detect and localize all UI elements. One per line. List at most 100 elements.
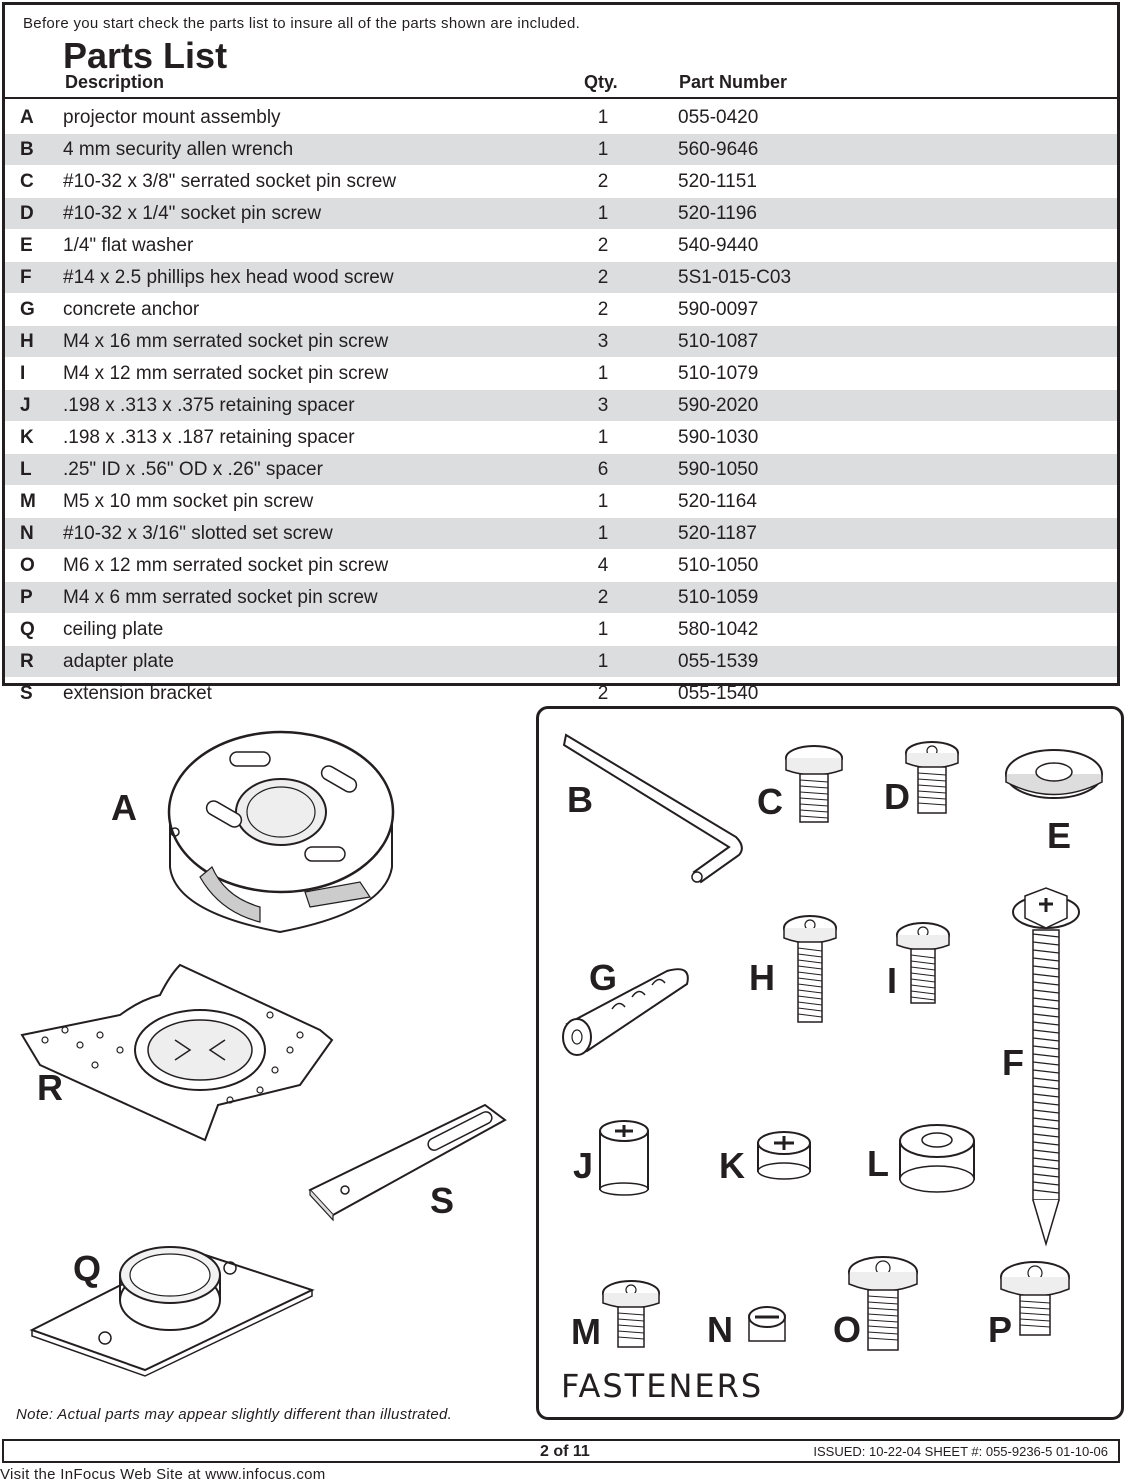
part-number: 520-1187 bbox=[678, 523, 757, 544]
part-description: M4 x 6 mm serrated socket pin screw bbox=[63, 587, 378, 608]
part-number: 510-1050 bbox=[678, 555, 759, 576]
allen-wrench-illustration bbox=[562, 733, 743, 884]
serrated-screw-c-illustration bbox=[785, 745, 843, 823]
thread-line bbox=[1032, 973, 1060, 978]
label-l: L bbox=[867, 1143, 889, 1184]
thread-line bbox=[1032, 957, 1060, 962]
serrated-screw-p-illustration bbox=[1000, 1261, 1070, 1336]
thread-line bbox=[910, 972, 936, 977]
socket-screw-d-illustration bbox=[905, 741, 959, 814]
part-qty: 2 bbox=[597, 587, 609, 608]
part-letter: N bbox=[20, 523, 34, 544]
header-divider bbox=[5, 97, 1117, 99]
part-number: 540-9440 bbox=[678, 235, 759, 256]
part-qty: 1 bbox=[597, 651, 609, 672]
label-g: G bbox=[589, 957, 618, 998]
part-qty: 3 bbox=[597, 395, 609, 416]
thread-line bbox=[1032, 1093, 1060, 1098]
thread-line bbox=[797, 953, 823, 958]
thread-line bbox=[797, 1001, 823, 1006]
part-description: .198 x .313 x .187 retaining spacer bbox=[63, 427, 355, 448]
thread-line bbox=[910, 978, 936, 983]
part-qty: 2 bbox=[597, 299, 609, 320]
part-description: concrete anchor bbox=[63, 299, 200, 320]
thread-line bbox=[1032, 997, 1060, 1002]
part-letter: A bbox=[20, 107, 34, 128]
thread-line bbox=[910, 960, 936, 965]
thread-line bbox=[797, 965, 823, 970]
part-description: M5 x 10 mm socket pin screw bbox=[63, 491, 314, 512]
thread-line bbox=[1032, 1069, 1060, 1074]
thread-line bbox=[1032, 1109, 1060, 1114]
label-m: M bbox=[571, 1311, 601, 1352]
part-description: #10-32 x 1/4" socket pin screw bbox=[63, 203, 322, 224]
part-letter: B bbox=[20, 139, 34, 160]
part-number: 055-1539 bbox=[678, 651, 759, 672]
wood-screw-illustration bbox=[1012, 887, 1080, 1247]
thread-line bbox=[910, 954, 936, 959]
header-part-number: Part Number bbox=[679, 72, 788, 92]
thread-line bbox=[797, 971, 823, 976]
part-letter: P bbox=[20, 587, 33, 608]
part-number: 520-1151 bbox=[678, 171, 757, 192]
thread-line bbox=[1032, 1077, 1060, 1082]
part-number: 590-2020 bbox=[678, 395, 759, 416]
part-description: #14 x 2.5 phillips hex head wood screw bbox=[63, 267, 394, 288]
part-letter: Q bbox=[20, 619, 35, 640]
label-n: N bbox=[707, 1309, 733, 1350]
label-s: S bbox=[430, 1180, 455, 1221]
thread-line bbox=[1032, 1101, 1060, 1106]
thread-line bbox=[1032, 1061, 1060, 1066]
retaining-spacer-j-illustration bbox=[599, 1120, 649, 1196]
part-number: 520-1196 bbox=[678, 203, 757, 224]
part-qty: 1 bbox=[597, 203, 609, 224]
note-text: Note: Actual parts may appear slightly d… bbox=[16, 1406, 453, 1423]
label-f: F bbox=[1002, 1042, 1024, 1083]
part-qty: 1 bbox=[597, 491, 609, 512]
thread-line bbox=[797, 983, 823, 988]
intro-text: Before you start check the parts list to… bbox=[23, 15, 581, 32]
parts-list-box: Before you start check the parts list to… bbox=[2, 2, 1120, 710]
thread-line bbox=[1032, 1133, 1060, 1138]
label-i: I bbox=[887, 960, 898, 1001]
part-qty: 1 bbox=[597, 523, 609, 544]
part-letter: D bbox=[20, 203, 34, 224]
thread-line bbox=[1032, 1165, 1060, 1170]
thread-line bbox=[797, 1007, 823, 1012]
label-r: R bbox=[37, 1067, 63, 1108]
thread-line bbox=[1032, 1045, 1060, 1050]
header-qty: Qty. bbox=[584, 72, 618, 92]
part-letter: L bbox=[20, 459, 32, 480]
part-qty: 1 bbox=[597, 107, 609, 128]
label-e: E bbox=[1047, 815, 1072, 856]
part-number: 560-9646 bbox=[678, 139, 759, 160]
part-number: 5S1-015-C03 bbox=[678, 267, 792, 288]
thread-line bbox=[797, 989, 823, 994]
thread-line bbox=[1032, 1141, 1060, 1146]
thread-line bbox=[1032, 1085, 1060, 1090]
label-b: B bbox=[567, 779, 593, 820]
thread-line bbox=[910, 990, 936, 995]
part-number: 055-0420 bbox=[678, 107, 759, 128]
thread-line bbox=[797, 977, 823, 982]
part-number: 590-0097 bbox=[678, 299, 759, 320]
ceiling-plate-illustration bbox=[29, 1246, 315, 1377]
part-qty: 2 bbox=[597, 267, 609, 288]
part-number: 580-1042 bbox=[678, 619, 759, 640]
thread-line bbox=[1032, 1029, 1060, 1034]
header-description: Description bbox=[65, 72, 165, 92]
part-letter: I bbox=[20, 363, 26, 384]
part-qty: 3 bbox=[597, 331, 609, 352]
part-letter: G bbox=[20, 299, 35, 320]
thread-line bbox=[1032, 1005, 1060, 1010]
